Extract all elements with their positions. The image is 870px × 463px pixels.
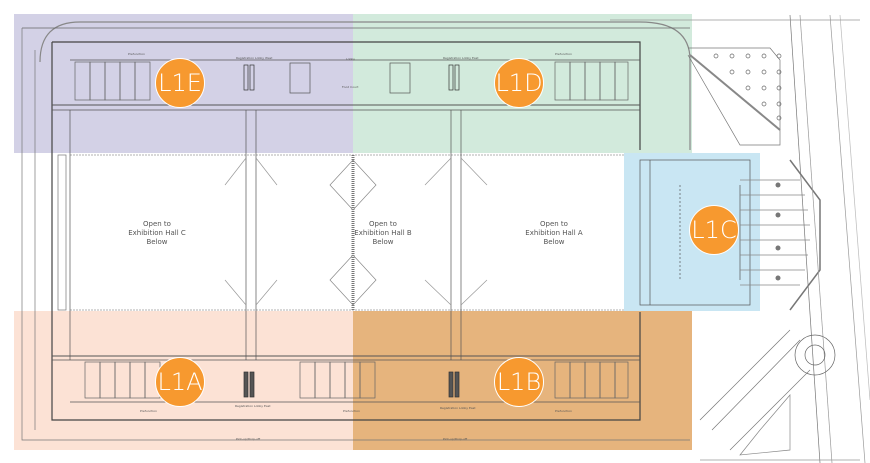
badge-l1b[interactable]: L1B [494, 357, 544, 407]
badge-l1c[interactable]: L1C [689, 205, 739, 255]
hall-b-label: Open to Exhibition Hall B Below [343, 220, 423, 247]
hall-b-line1: Open to [369, 220, 397, 228]
label-prefunction-ne: Prefunction [555, 52, 573, 56]
label-lobby: Lobby [346, 57, 356, 61]
badge-l1d[interactable]: L1D [494, 58, 544, 108]
label-pickup-dropoff-east: Pick-up/Drop-off [443, 437, 468, 441]
badge-l1e[interactable]: L1E [155, 58, 205, 108]
label-food-court: Food Court [342, 85, 359, 89]
label-prefunction-s: Prefunction [343, 409, 361, 413]
label-prefunction-sw: Prefunction [140, 409, 158, 413]
hall-c-line3: Below [146, 238, 168, 246]
hall-b-line2: Exhibition Hall B [354, 229, 412, 237]
hall-c-line2: Exhibition Hall C [128, 229, 186, 237]
hall-a-line2: Exhibition Hall A [525, 229, 583, 237]
label-pickup-dropoff-west: Pick-up/Drop-off [236, 437, 261, 441]
label-registration-west: Registration Lobby West [236, 56, 273, 60]
label-registration-east-2: Registration Lobby East [440, 406, 476, 410]
hall-c-line1: Open to [143, 220, 171, 228]
label-prefunction-se: Prefunction [555, 409, 573, 413]
hall-a-line1: Open to [540, 220, 568, 228]
label-registration-east: Registration Lobby East [443, 56, 479, 60]
hall-b-line3: Below [372, 238, 394, 246]
hall-c-label: Open to Exhibition Hall C Below [117, 220, 197, 247]
label-registration-east-south: Registration Lobby East [235, 404, 271, 408]
badge-l1a[interactable]: L1A [155, 357, 205, 407]
hall-a-label: Open to Exhibition Hall A Below [514, 220, 594, 247]
label-prefunction-nw: Prefunction [128, 52, 146, 56]
hall-a-line3: Below [543, 238, 565, 246]
